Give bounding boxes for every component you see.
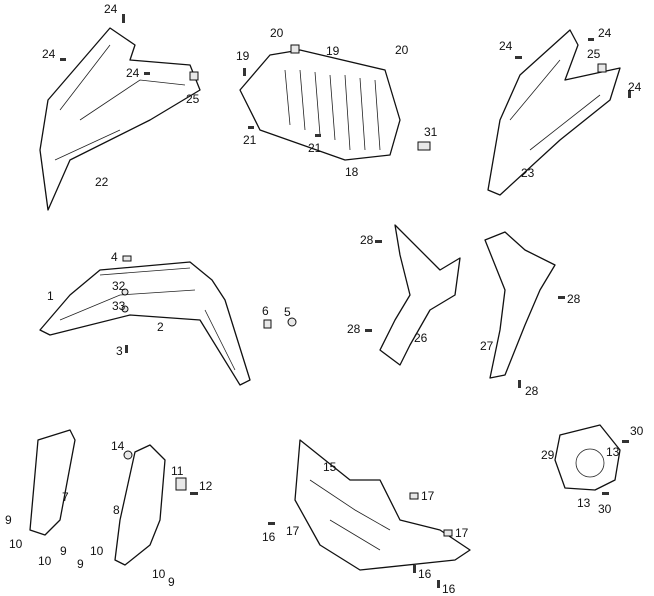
callout-20: 20 [395,43,409,57]
callout-10: 10 [90,544,104,558]
callout-2: 2 [157,320,164,334]
callout-9: 9 [77,557,84,571]
callout-16: 16 [418,567,432,581]
callout-9: 9 [168,575,175,589]
part-18-grille [239,49,431,161]
callout-13: 13 [577,496,591,510]
callout-25: 25 [587,47,601,61]
part-15-skid-plate [294,439,471,571]
callout-19: 19 [236,49,250,63]
callout-26: 26 [414,331,428,345]
part-22-cowl [39,27,201,211]
callout-24: 24 [598,26,612,40]
callout-1: 1 [47,289,54,303]
callout-15: 15 [323,460,337,474]
part-27-bracket [484,231,556,379]
part-11 [175,477,187,491]
callout-28: 28 [360,233,374,247]
callout-12: 12 [199,479,213,493]
callout-5: 5 [284,305,291,319]
callout-21: 21 [308,141,322,155]
callout-18: 18 [345,165,359,179]
callout-22: 22 [95,175,109,189]
callout-10: 10 [38,554,52,568]
callout-33: 33 [112,299,126,313]
callout-24: 24 [126,66,140,80]
part-31 [417,141,431,151]
callout-16: 16 [442,582,456,596]
callout-24: 24 [42,47,56,61]
callout-3: 3 [116,344,123,358]
part-23-cowl [487,29,621,196]
callout-24: 24 [499,39,513,53]
callout-11: 11 [171,464,184,478]
callout-32: 32 [112,279,126,293]
callout-8: 8 [113,503,120,517]
callout-13: 13 [606,445,620,459]
part-1-fender [39,261,251,386]
callout-30: 30 [630,424,644,438]
part-8-side-plate [114,444,187,566]
part-7-fork-guard [29,429,76,536]
callout-17: 17 [421,489,435,503]
callout-7: 7 [62,490,69,504]
callout-19: 19 [326,44,340,58]
callout-10: 10 [152,567,166,581]
callout-20: 20 [270,26,284,40]
callout-14: 14 [111,439,125,453]
part-26-bracket [379,224,461,366]
fasteners [60,14,631,588]
callout-29: 29 [541,448,555,462]
callout-10: 10 [9,537,23,551]
callout-9: 9 [60,544,67,558]
callout-31: 31 [424,125,438,139]
callout-17: 17 [455,526,469,540]
callout-24: 24 [628,80,642,94]
callout-28: 28 [347,322,361,336]
callout-30: 30 [598,502,612,516]
callout-28: 28 [567,292,581,306]
callout-16: 16 [262,530,276,544]
callout-24: 24 [104,2,118,16]
part-29-sprocket-cover [554,424,621,491]
callout-27: 27 [480,339,494,353]
callout-6: 6 [262,304,269,318]
callout-23: 23 [521,166,535,180]
callout-21: 21 [243,133,257,147]
callout-4: 4 [111,250,118,264]
callout-25: 25 [186,92,200,106]
callout-9: 9 [5,513,12,527]
callout-28: 28 [525,384,539,398]
callout-17: 17 [286,524,300,538]
